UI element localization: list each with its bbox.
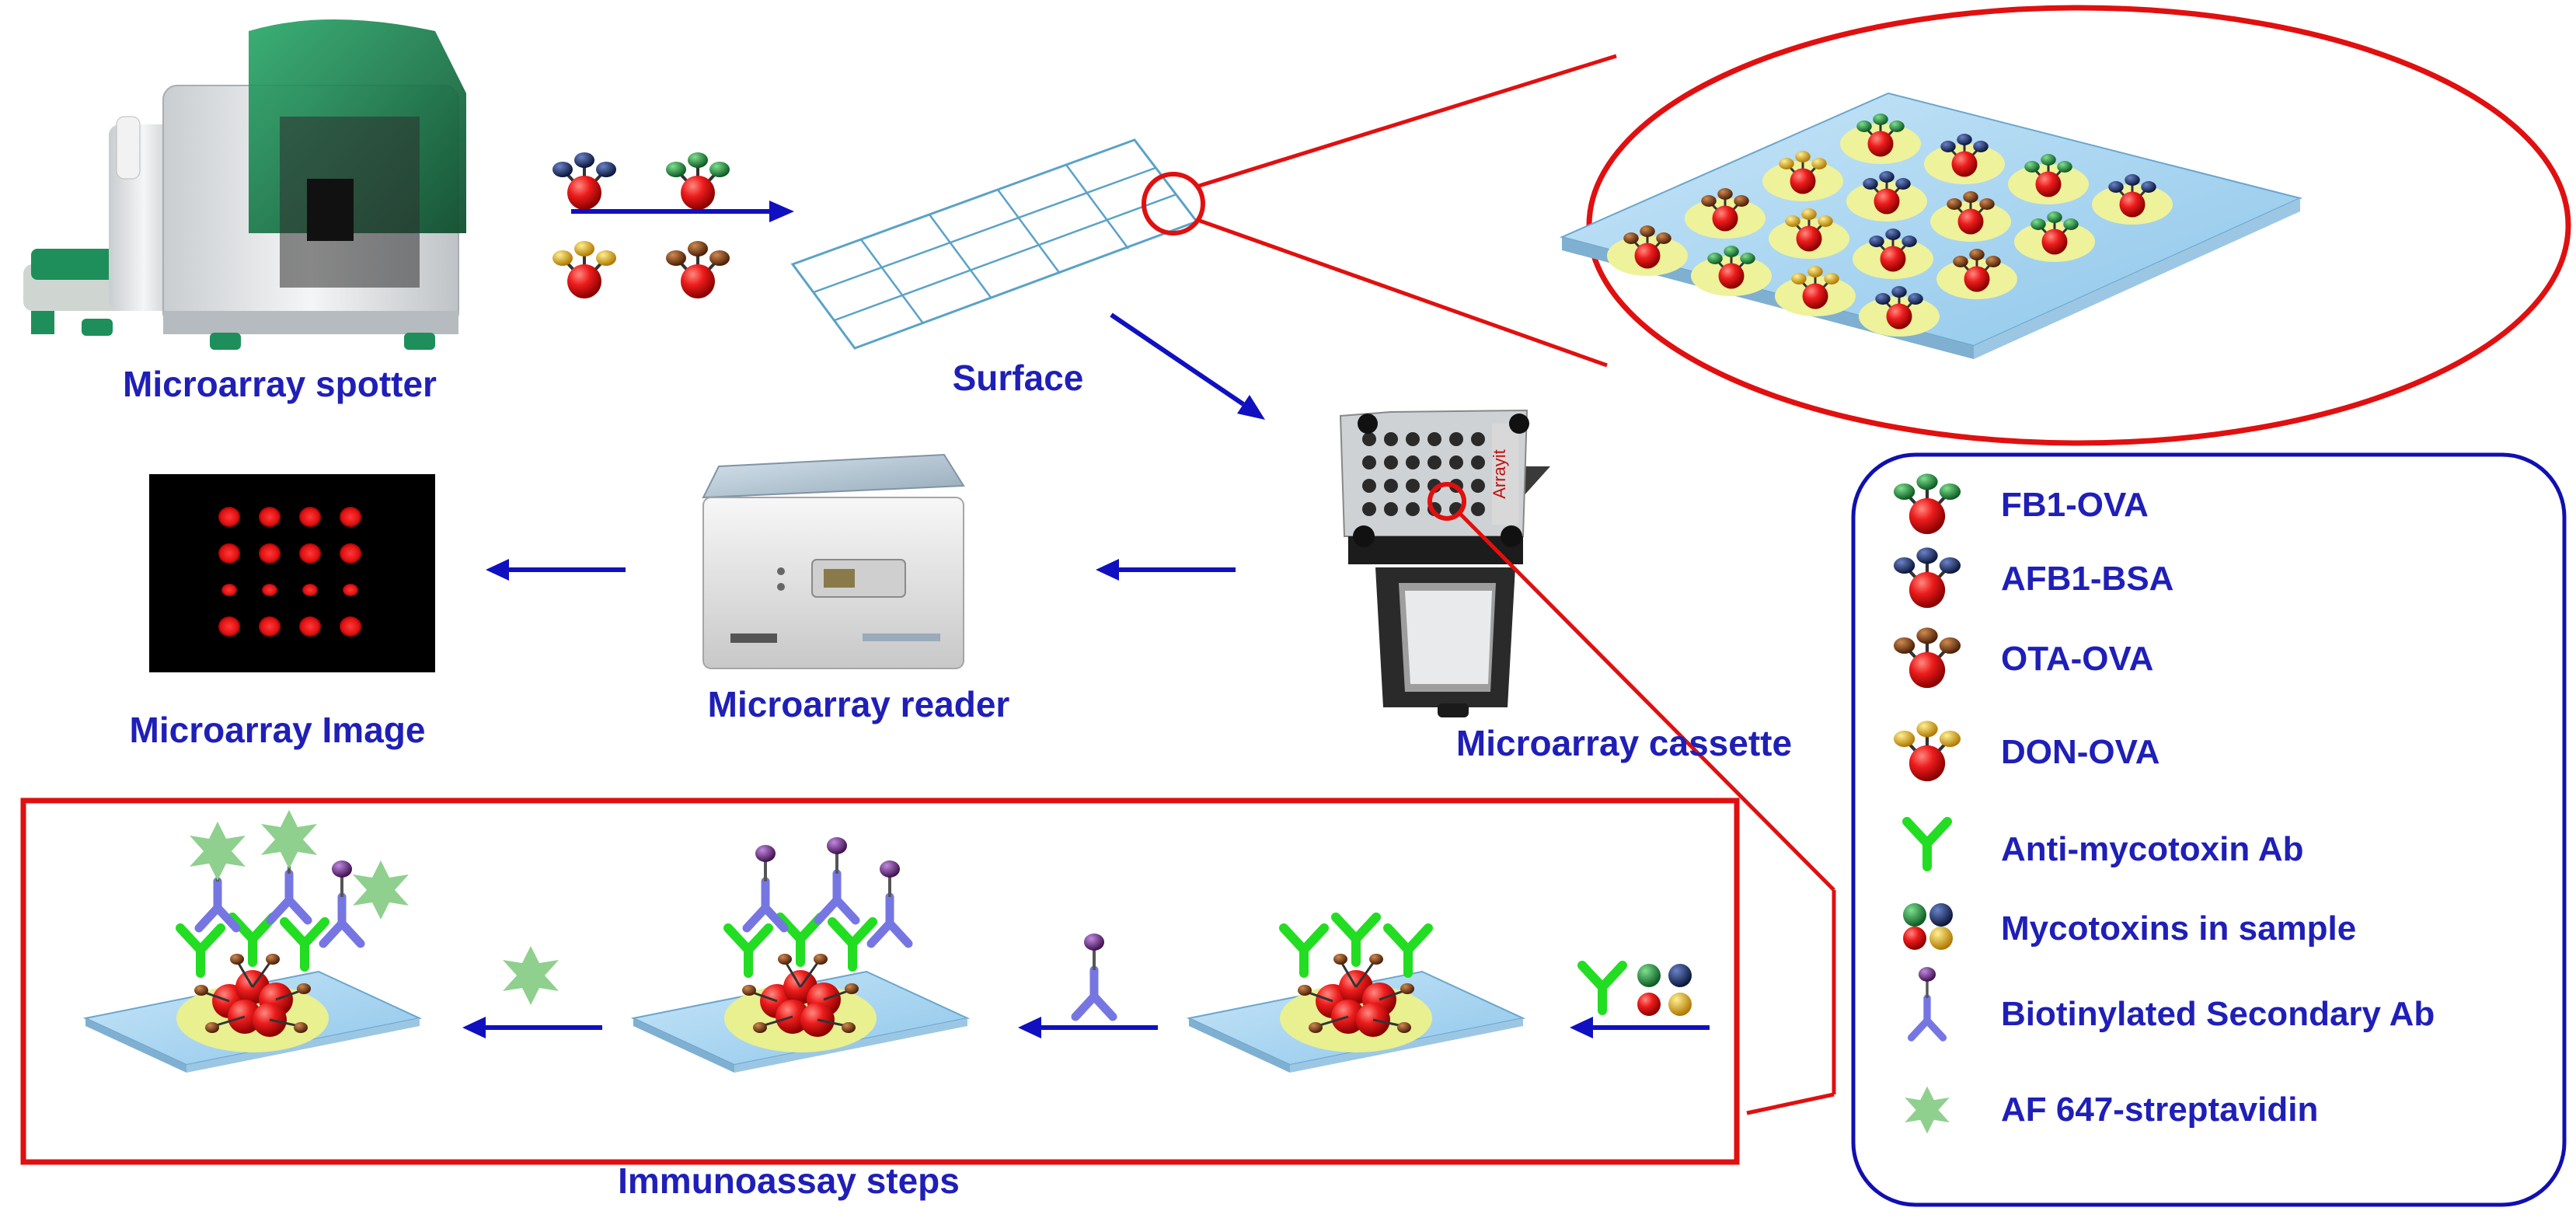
cassette-well (1471, 502, 1485, 516)
cassette-zoom-circle (1427, 482, 1466, 521)
immunoassay-steps-frame (20, 797, 1740, 1165)
legend-box (1851, 452, 2567, 1207)
cassette-well (1384, 502, 1398, 516)
fluorescent-spot (340, 616, 361, 637)
cassette-to-reader-arrow (1096, 559, 1236, 581)
fluorescent-spot (259, 616, 281, 637)
cassette-well (1471, 432, 1485, 446)
cassette-well (1427, 455, 1441, 469)
legend-items: FB1-OVA AFB1-BSA OTA-OVA DON-OVA Anti-mycoto… (1894, 473, 2435, 1134)
legend-item: OTA-OVA (1894, 627, 2153, 688)
streptavidin-input (503, 946, 559, 1005)
legend-item-label: OTA-OVA (2001, 640, 2153, 678)
legend-item: FB1-OVA (1894, 473, 2149, 534)
fluorescent-spot (218, 507, 240, 527)
cassette-to-steps-line (1458, 511, 1835, 892)
fluorescent-spot (262, 584, 277, 596)
legend-item: Anti-mycotoxin Ab (1907, 822, 2303, 868)
zoom-line-bottom (1199, 218, 1608, 368)
microarray-reader-label: Microarray reader (708, 684, 1010, 724)
legend-item-label: Anti-mycotoxin Ab (2001, 830, 2303, 868)
legend-item-label: AFB1-BSA (2001, 560, 2173, 598)
microarray-reader-image (702, 453, 965, 669)
legend-item: DON-OVA (1894, 721, 2160, 781)
step-1-antibody-binding (1188, 917, 1524, 1073)
spot-to-surface-arrow (571, 201, 794, 222)
surface-label: Surface (953, 358, 1084, 398)
fluorescent-spot (218, 616, 240, 637)
zoom-line-top (1196, 54, 1617, 189)
legend-item: AFB1-BSA (1894, 547, 2173, 608)
cassette-well (1449, 432, 1463, 446)
cassette-well (1471, 455, 1485, 469)
cassette-well (1362, 479, 1376, 493)
cassette-well (1362, 455, 1376, 469)
legend-item-label: Mycotoxins in sample (2001, 909, 2356, 948)
cassette-well (1406, 432, 1420, 446)
legend-item-label: FB1-OVA (2001, 486, 2149, 524)
cassette-well (1449, 455, 1463, 469)
fluorescent-spot (221, 584, 237, 596)
svg-text:Arrayit: Arrayit (1490, 449, 1509, 499)
microarray-image-label: Microarray Image (130, 710, 426, 750)
legend-item: Mycotoxins in sample (1903, 903, 2356, 950)
cassette-well (1406, 502, 1420, 516)
step1-input-arrow (1570, 1017, 1710, 1038)
legend-item: AF 647-streptavidin (1905, 1086, 2318, 1134)
fluorescent-spot (299, 616, 321, 637)
microarray-spotter-label: Microarray spotter (123, 364, 437, 404)
cassette-well (1362, 432, 1376, 446)
immunoassay-steps-label: Immunoassay steps (618, 1160, 960, 1201)
afb1-bsa-molecule-icon (551, 151, 618, 211)
fluorescent-spot (299, 543, 321, 564)
cassette-well (1384, 479, 1398, 493)
cassette-well (1384, 455, 1398, 469)
fluorescent-spot (302, 584, 318, 596)
fluorescent-spot (259, 507, 281, 527)
added-reagents-step1 (1582, 964, 1692, 1016)
fluorescent-spot (259, 543, 281, 564)
legend-item-label: AF 647-streptavidin (2001, 1091, 2318, 1129)
step3-input-arrow (462, 1017, 602, 1038)
fluorescent-spot (340, 543, 361, 564)
fluorescent-spot (218, 543, 240, 564)
cassette-to-steps-line-end (1746, 1092, 1835, 1115)
fluorescent-spot (340, 507, 361, 527)
cassette-well (1406, 455, 1420, 469)
step2-input-arrow (1018, 1017, 1158, 1038)
cassette-well (1471, 479, 1485, 493)
fb1-ova-molecule-icon (664, 151, 731, 211)
fluorescent-spot (343, 584, 358, 596)
legend-item: Biotinylated Secondary Ab (1912, 967, 2435, 1038)
cassette-well (1384, 432, 1398, 446)
surface-to-cassette-arrow (1110, 312, 1265, 420)
legend-item-label: DON-OVA (2001, 733, 2160, 771)
legend-item-label: Biotinylated Secondary Ab (2001, 995, 2435, 1033)
biotinylated-secondary-ab-input (1075, 934, 1113, 1017)
microarray-cassette-image: Arrayit (1339, 409, 1550, 717)
don-ova-molecule-icon (551, 239, 618, 300)
microarray-image-panel (149, 474, 435, 672)
surface-zoom-circle (1142, 172, 1205, 236)
zoomed-array-callout (1559, 5, 2571, 446)
microarray-cassette-label: Microarray cassette (1456, 723, 1792, 763)
mycotoxin-spheres-icon (1903, 903, 1953, 950)
microarray-spotter-image (23, 19, 466, 350)
fluorescent-spot (299, 507, 321, 527)
cassette-well (1406, 479, 1420, 493)
step-3-streptavidin (85, 810, 420, 1073)
reader-to-image-arrow (486, 559, 626, 581)
cassette-well (1362, 502, 1376, 516)
surface-slide (790, 138, 1199, 350)
cassette-well (1427, 432, 1441, 446)
step-2-secondary-antibody (633, 837, 968, 1073)
ota-ova-molecule-icon (664, 239, 731, 300)
